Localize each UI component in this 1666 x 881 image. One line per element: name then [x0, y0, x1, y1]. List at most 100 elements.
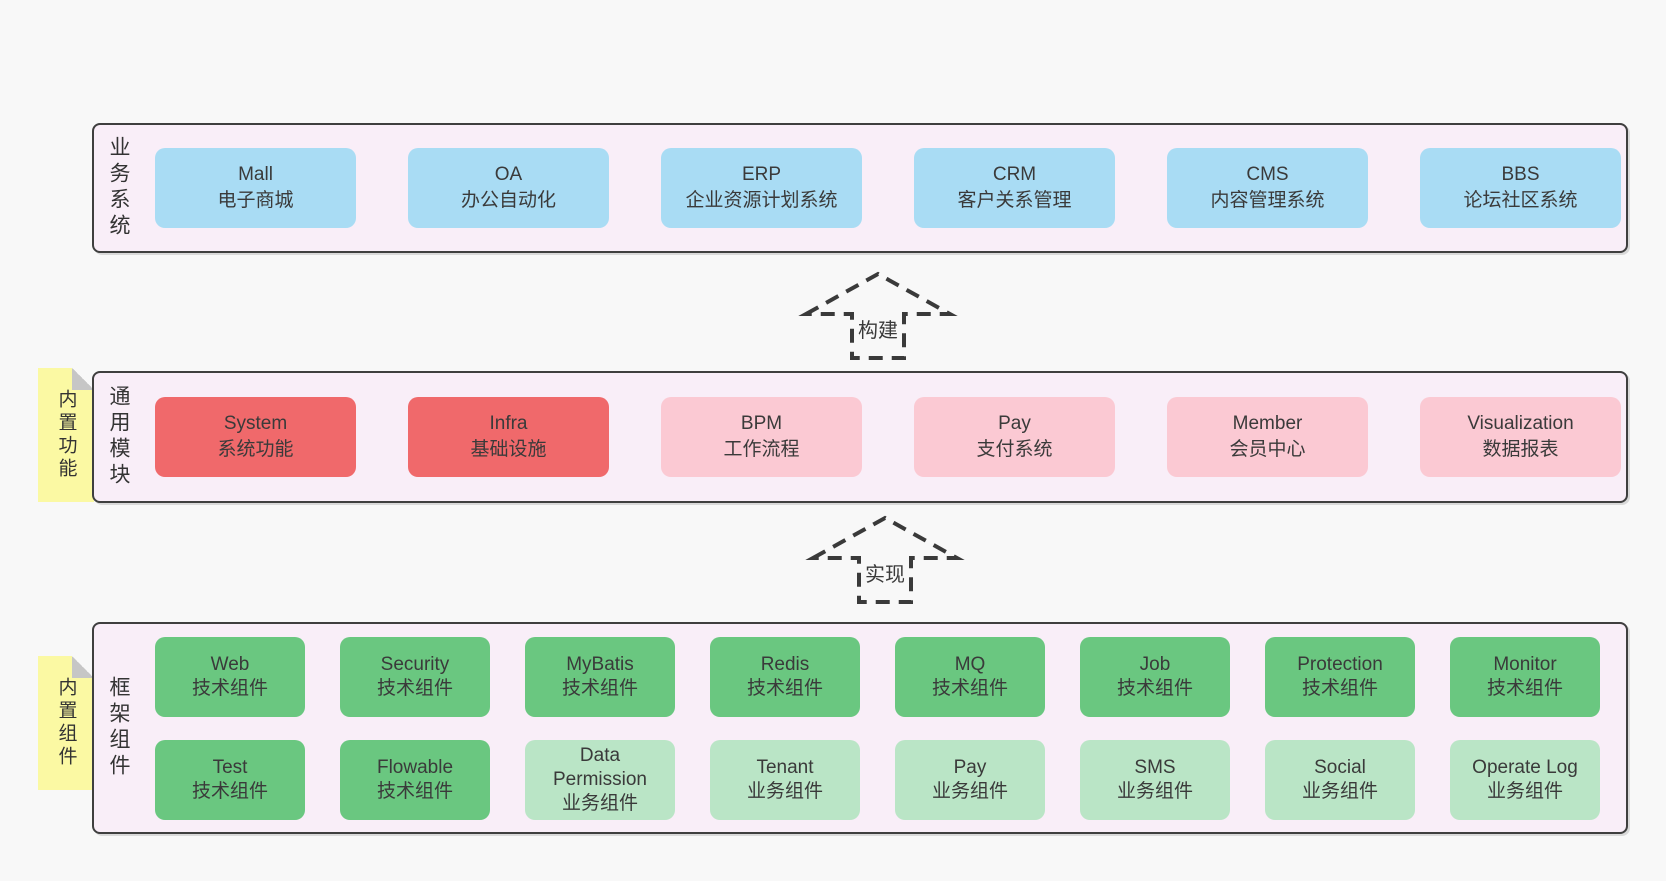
arrow-implement-label: 实现 [862, 558, 908, 587]
up-block-arrow-icon [805, 515, 965, 604]
box-title: Social [1314, 756, 1366, 778]
box-title: Protection [1297, 653, 1383, 675]
box-subtitle: 电子商城 [217, 190, 294, 211]
box-subtitle: 业务组件 [561, 792, 638, 814]
box-title: CRM [992, 164, 1037, 185]
box-title: Tenant [756, 756, 814, 778]
box-title: MQ [954, 653, 986, 675]
box-subtitle: 办公自动化 [460, 190, 556, 211]
box-title: BPM [740, 413, 783, 434]
box-title: Data Permission [553, 744, 647, 790]
box-title: MyBatis [566, 653, 634, 675]
up-block-arrow-icon [798, 271, 958, 360]
box-subtitle: 论坛社区系统 [1463, 190, 1578, 211]
box-title: Pay [953, 756, 987, 778]
box-subtitle: 技术组件 [191, 677, 268, 699]
box-subtitle: 技术组件 [376, 780, 453, 802]
box-subtitle: 技术组件 [1301, 677, 1378, 699]
box-title: Infra [489, 413, 528, 434]
box-subtitle: 业务组件 [1486, 780, 1563, 802]
box-title: Web [210, 653, 250, 675]
box-title: ERP [741, 164, 782, 185]
modules-box-infra: Infra 基础设施 [408, 397, 609, 477]
business-box-erp: ERP 企业资源计划系统 [661, 148, 862, 228]
box-subtitle: 客户关系管理 [957, 190, 1072, 211]
box-title: Member [1232, 413, 1303, 434]
section-modules-rows: System 系统功能 Infra 基础设施 BPM 工作流程 Pay 支付系统 Member 会… [155, 373, 1621, 501]
box-subtitle: 支付系统 [976, 439, 1053, 460]
box-subtitle: 会员中心 [1229, 439, 1306, 460]
modules-box-system: System 系统功能 [155, 397, 356, 477]
box-title: Pay [998, 413, 1031, 434]
box-subtitle: 工作流程 [723, 439, 800, 460]
box-subtitle: 系统功能 [217, 439, 294, 460]
business-box-cms: CMS 内容管理系统 [1167, 148, 1368, 228]
business-box-bbs: BBS 论坛社区系统 [1420, 148, 1621, 228]
sticky-note-built-in-features: 内置功能 [38, 368, 94, 502]
box-subtitle: 业务组件 [931, 780, 1008, 802]
section-components-label: 框架组件 [107, 676, 130, 780]
modules-box-bpm: BPM 工作流程 [661, 397, 862, 477]
business-box-crm: CRM 客户关系管理 [914, 148, 1115, 228]
box-subtitle: 技术组件 [1486, 677, 1563, 699]
business-box-row: Mall 电子商城 OA 办公自动化 ERP 企业资源计划系统 CRM 客户关系管理 CMS 内容… [155, 148, 1621, 228]
section-modules-label: 通用模块 [107, 385, 130, 489]
box-title: System [223, 413, 288, 434]
box-subtitle: 技术组件 [561, 677, 638, 699]
modules-box-pay: Pay 支付系统 [914, 397, 1115, 477]
sticky-note-built-in-components: 内置组件 [38, 656, 94, 790]
box-subtitle: 基础设施 [470, 439, 547, 460]
box-subtitle: 业务组件 [746, 780, 823, 802]
modules-box-row: System 系统功能 Infra 基础设施 BPM 工作流程 Pay 支付系统 Member 会… [155, 397, 1621, 477]
box-title: SMS [1134, 756, 1176, 778]
box-subtitle: 业务组件 [1301, 780, 1378, 802]
box-subtitle: 技术组件 [931, 677, 1008, 699]
box-title: Flowable [376, 756, 454, 778]
box-title: Redis [760, 653, 810, 675]
box-title: Mall [238, 164, 273, 185]
box-subtitle: 技术组件 [1116, 677, 1193, 699]
box-title: Operate Log [1472, 756, 1578, 778]
box-subtitle: 技术组件 [191, 780, 268, 802]
box-subtitle: 技术组件 [746, 677, 823, 699]
business-box-oa: OA 办公自动化 [408, 148, 609, 228]
modules-box-visualization: Visualization 数据报表 [1420, 397, 1621, 477]
box-title: Visualization [1467, 413, 1574, 434]
box-title: Security [380, 653, 450, 675]
box-subtitle: 数据报表 [1482, 439, 1559, 460]
box-subtitle: 技术组件 [376, 677, 453, 699]
box-title: Test [212, 756, 248, 778]
modules-box-member: Member 会员中心 [1167, 397, 1368, 477]
box-title: CMS [1246, 164, 1289, 185]
business-box-mall: Mall 电子商城 [155, 148, 356, 228]
box-title: BBS [1501, 164, 1540, 185]
arrow-build: 构建 [788, 266, 968, 362]
box-title: OA [494, 164, 523, 185]
box-subtitle: 业务组件 [1116, 780, 1193, 802]
arrow-build-label: 构建 [855, 314, 901, 343]
section-business-rows: Mall 电子商城 OA 办公自动化 ERP 企业资源计划系统 CRM 客户关系管理 CMS 内容… [155, 125, 1621, 251]
box-subtitle: 企业资源计划系统 [685, 190, 838, 211]
box-title: Job [1139, 653, 1171, 675]
box-subtitle: 内容管理系统 [1210, 190, 1325, 211]
